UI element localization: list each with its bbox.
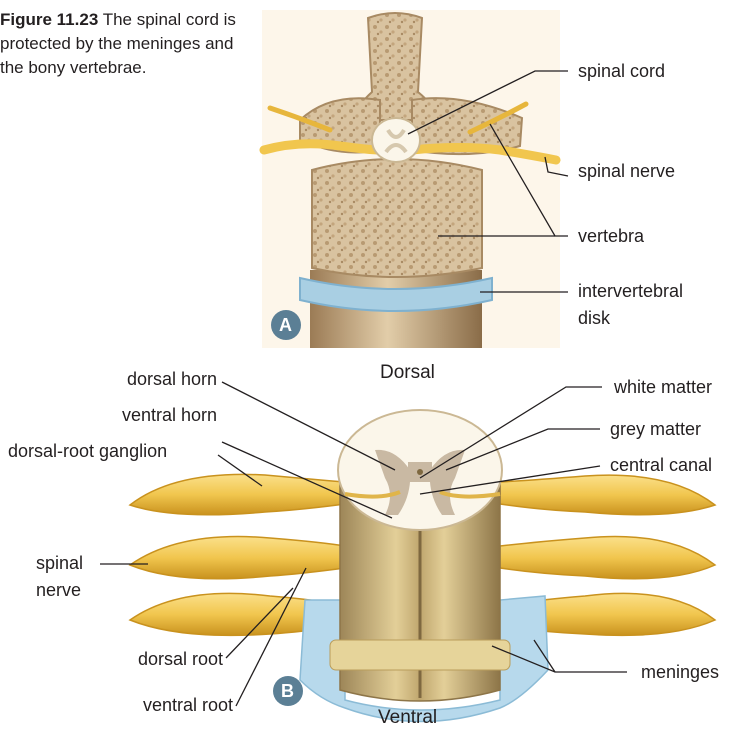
badge-b-letter: B xyxy=(281,680,294,702)
label-intervertebral: intervertebral xyxy=(578,280,683,302)
central-canal-dot xyxy=(417,469,423,475)
panel-a-illustration xyxy=(262,10,560,348)
label-dorsal-root-ganglion: dorsal-root ganglion xyxy=(8,440,167,462)
label-central-canal: central canal xyxy=(610,454,712,476)
label-spinal-nerve-b-2: nerve xyxy=(36,579,81,601)
root-band xyxy=(330,640,510,670)
label-disk: disk xyxy=(578,307,610,329)
label-spinal-cord: spinal cord xyxy=(578,60,665,82)
label-spinal-nerve-a: spinal nerve xyxy=(578,160,675,182)
label-dorsal: Dorsal xyxy=(380,362,435,384)
label-spinal-nerve-b-1: spinal xyxy=(36,552,83,574)
label-ventral-root: ventral root xyxy=(143,694,233,716)
label-vertebra: vertebra xyxy=(578,225,644,247)
label-meninges: meninges xyxy=(641,661,719,683)
label-dorsal-root: dorsal root xyxy=(138,648,223,670)
label-grey-matter: grey matter xyxy=(610,418,701,440)
label-ventral-horn: ventral horn xyxy=(122,404,217,426)
label-dorsal-horn: dorsal horn xyxy=(127,368,217,390)
label-white-matter: white matter xyxy=(614,376,712,398)
label-ventral: Ventral xyxy=(378,707,437,729)
vertebral-body xyxy=(312,159,482,277)
spinal-cord-section xyxy=(372,118,420,162)
badge-a-letter: A xyxy=(279,314,292,336)
